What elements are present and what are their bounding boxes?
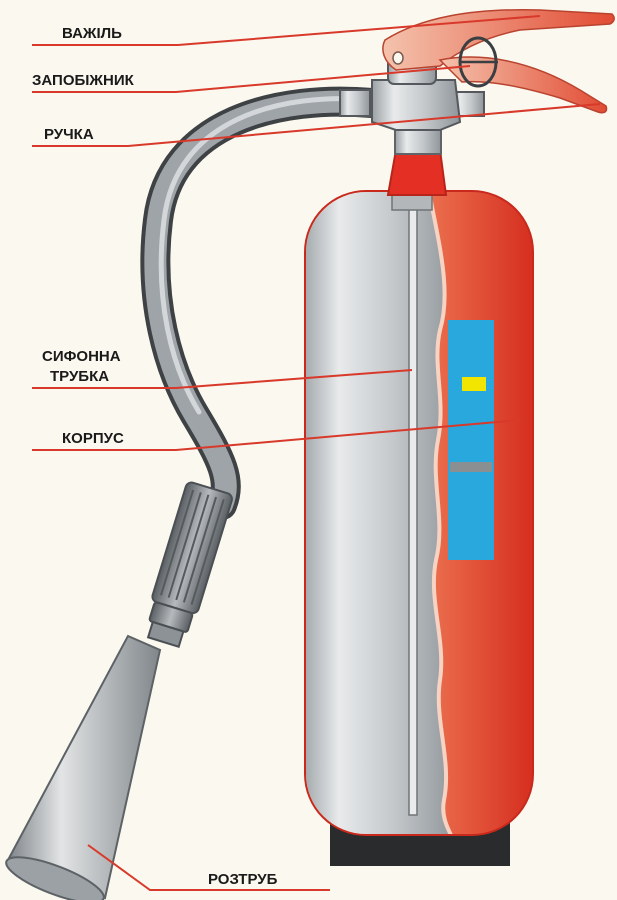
label-mark-yellow bbox=[462, 377, 486, 391]
cylinder-cutaway bbox=[300, 186, 456, 846]
label-siphon-line1: СИФОННА bbox=[42, 348, 121, 365]
label-plate bbox=[448, 320, 494, 560]
label-body: КОРПУС bbox=[62, 430, 124, 447]
hose-coupling bbox=[140, 481, 233, 649]
label-mark-bar bbox=[450, 462, 492, 472]
neck-ring bbox=[395, 128, 441, 154]
lever-pivot-hole bbox=[393, 52, 403, 64]
siphon-tube bbox=[409, 200, 417, 815]
label-siphon-line2: ТРУБКА bbox=[50, 368, 109, 385]
label-safety-pin: ЗАПОБІЖНИК bbox=[32, 72, 135, 89]
label-lever: ВАЖІЛЬ bbox=[62, 25, 122, 42]
label-handle: РУЧКА bbox=[44, 126, 94, 143]
cylinder bbox=[300, 186, 540, 846]
label-horn: РОЗТРУБ bbox=[208, 871, 278, 888]
cylinder-neck bbox=[388, 150, 446, 195]
siphon-top bbox=[392, 194, 432, 210]
